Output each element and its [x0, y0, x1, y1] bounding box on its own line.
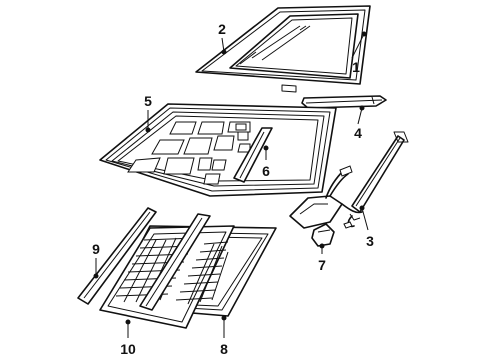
callout-4: 4 — [354, 125, 362, 141]
callout-1: 1 — [352, 59, 360, 75]
callout-7: 7 — [318, 257, 326, 273]
leader-lines — [93, 31, 369, 338]
leader-3 — [361, 207, 369, 231]
sunshade-panel — [99, 213, 235, 329]
side-trim-strip — [77, 207, 157, 305]
callout-5: 5 — [144, 93, 152, 109]
callout-8: 8 — [220, 341, 228, 357]
drive-motor — [289, 165, 363, 247]
callout-3: 3 — [366, 233, 374, 249]
leader-4 — [357, 107, 363, 125]
callout-10: 10 — [120, 341, 136, 357]
callout-labels: 1 2 3 4 5 6 7 8 9 10 — [92, 21, 374, 357]
side-rail — [349, 131, 409, 221]
callout-9: 9 — [92, 241, 100, 257]
main-frame — [99, 103, 337, 197]
leader-1 — [351, 33, 365, 59]
glass-panel — [195, 5, 371, 93]
callout-2: 2 — [218, 21, 226, 37]
deflector-strip — [301, 95, 387, 109]
callout-6: 6 — [262, 163, 270, 179]
